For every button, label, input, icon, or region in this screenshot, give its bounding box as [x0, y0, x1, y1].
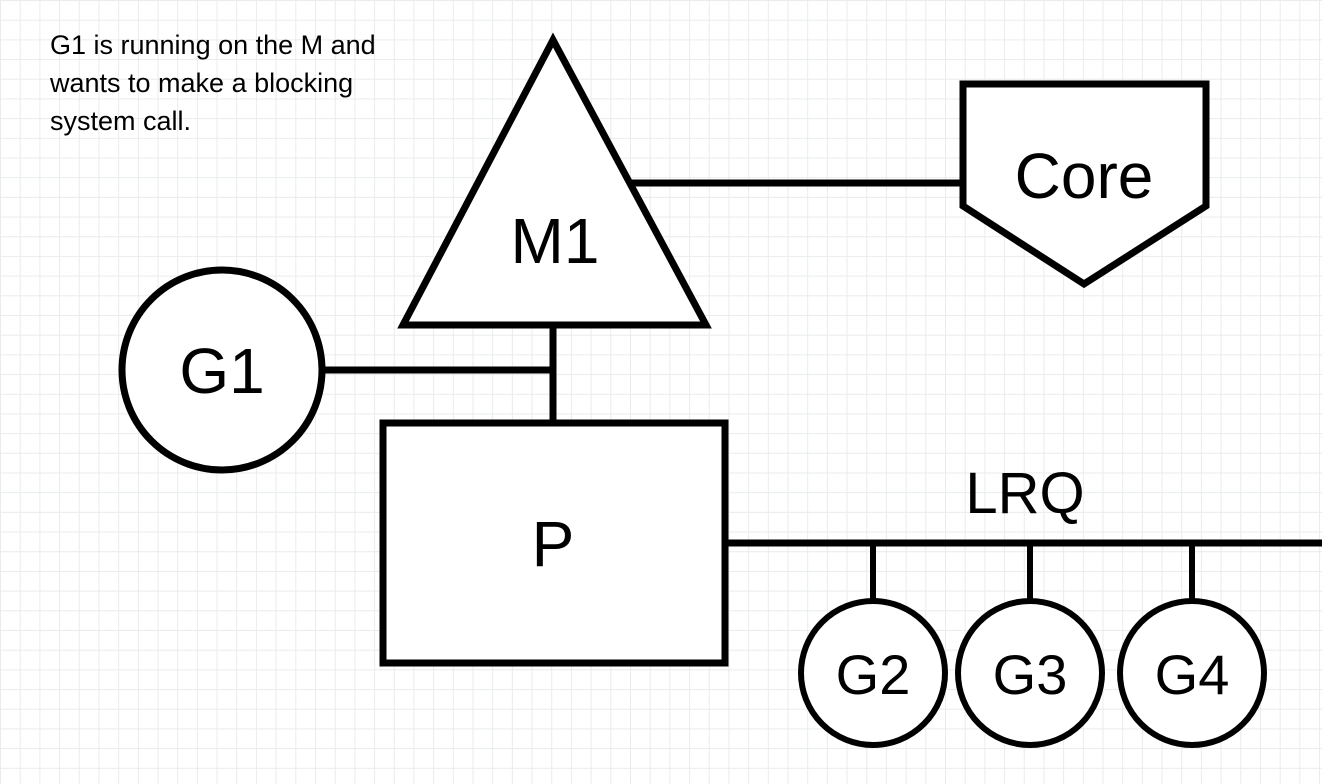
m1-label: M1 [511, 205, 600, 277]
g4-circle [1117, 598, 1267, 748]
g3-label: G3 [993, 643, 1068, 706]
g4-label: G4 [1155, 643, 1230, 706]
annotation-text: G1 is running on the M and wants to make… [50, 26, 376, 140]
g2-label: G2 [836, 643, 911, 706]
annotation-line-1: G1 is running on the M and [50, 30, 376, 60]
p-label: P [532, 508, 575, 580]
m1-triangle [397, 32, 712, 329]
g1-circle [118, 266, 326, 474]
g3-circle [955, 598, 1105, 748]
annotation-line-3: system call. [50, 106, 192, 136]
core-pentagon [959, 80, 1210, 289]
g2-circle [798, 598, 948, 748]
annotation-line-2: wants to make a blocking [50, 68, 354, 98]
p-rect [379, 419, 729, 667]
lrq-label: LRQ [965, 461, 1084, 526]
core-label: Core [1015, 140, 1154, 212]
g1-label: G1 [179, 335, 264, 407]
